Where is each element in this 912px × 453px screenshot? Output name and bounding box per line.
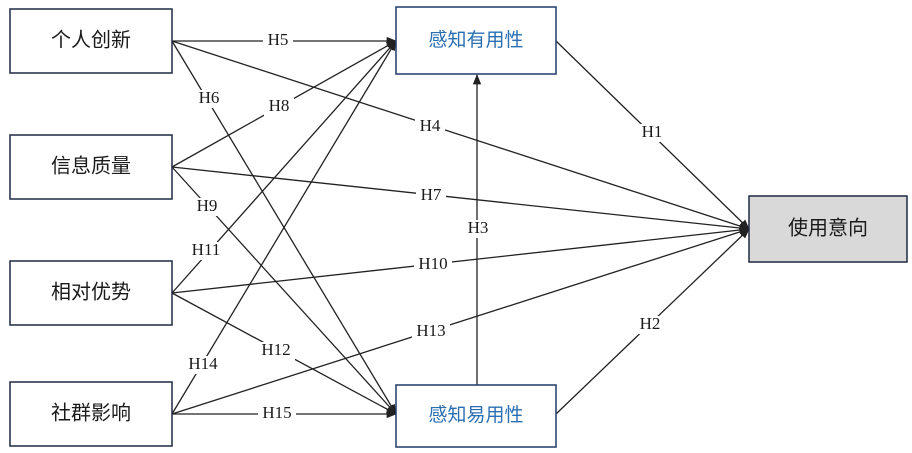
node-perceived-usefulness-label: 感知有用性 <box>428 29 523 51</box>
node-perceived-ease-of-use-label: 感知易用性 <box>428 404 523 426</box>
node-usage-intention: 使用意向 <box>748 195 908 263</box>
node-social-influence-label: 社群影响 <box>51 401 131 425</box>
edge-h4 <box>171 40 750 231</box>
label-h3: H3 <box>463 218 493 238</box>
label-h12: H12 <box>257 340 295 360</box>
label-h10-text: H10 <box>418 254 447 273</box>
label-h2-text: H2 <box>640 314 661 333</box>
label-h14: H14 <box>184 354 222 374</box>
label-h1-text: H1 <box>642 122 663 141</box>
label-h8-text: H8 <box>269 96 290 115</box>
label-h9: H9 <box>192 196 222 216</box>
label-h11: H11 <box>187 240 225 260</box>
label-h6: H6 <box>194 88 224 108</box>
label-h1: H1 <box>637 122 667 142</box>
label-h9-text: H9 <box>197 196 218 215</box>
label-h15: H15 <box>258 403 296 423</box>
label-h5-text: H5 <box>268 30 289 49</box>
label-h2: H2 <box>635 314 665 334</box>
edge-h10 <box>171 225 751 294</box>
label-h8: H8 <box>264 96 294 116</box>
node-innovativeness: 个人创新 <box>9 8 173 74</box>
label-h12-text: H12 <box>261 340 290 359</box>
label-h13-text: H13 <box>416 321 445 340</box>
label-h4-text: H4 <box>420 116 441 135</box>
edge-h13 <box>171 227 750 415</box>
label-h5: H5 <box>263 30 293 50</box>
label-h4: H4 <box>415 116 445 136</box>
label-h7-text: H7 <box>421 185 442 204</box>
edge-labels: H5 H6 H8 H4 H1 H7 H9 H3 <box>184 30 667 423</box>
label-h11-text: H11 <box>192 240 221 259</box>
node-social-influence: 社群影响 <box>9 381 173 447</box>
node-usage-intention-label: 使用意向 <box>788 216 868 240</box>
edge-h7 <box>171 166 751 233</box>
node-relative-advantage: 相对优势 <box>9 260 173 326</box>
label-h13: H13 <box>412 321 450 341</box>
node-innovativeness-label: 个人创新 <box>51 28 131 52</box>
edge-h14 <box>171 40 397 415</box>
label-h7: H7 <box>416 185 446 205</box>
node-perceived-usefulness: 感知有用性 <box>395 6 557 75</box>
label-h10: H10 <box>414 254 452 274</box>
label-h3-text: H3 <box>468 218 489 237</box>
label-h6-text: H6 <box>199 88 220 107</box>
nodes: 个人创新 信息质量 相对优势 社群影响 感知有用性 感知易用性 使用意向 <box>9 6 908 448</box>
label-h15-text: H15 <box>262 403 291 422</box>
node-relative-advantage-label: 相对优势 <box>51 280 131 304</box>
label-h14-text: H14 <box>188 354 218 373</box>
node-perceived-ease-of-use: 感知易用性 <box>395 384 557 448</box>
node-info-quality-label: 信息质量 <box>51 154 131 178</box>
node-info-quality: 信息质量 <box>9 134 173 200</box>
